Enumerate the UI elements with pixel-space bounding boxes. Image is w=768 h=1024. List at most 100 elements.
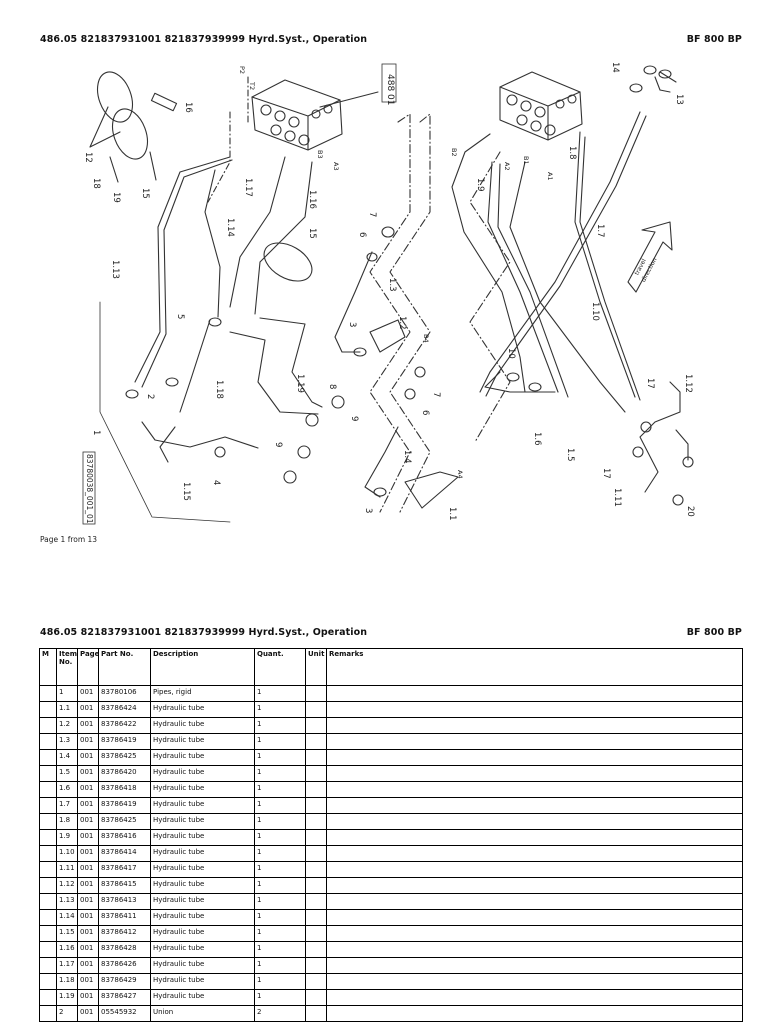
cell-unit <box>305 893 327 910</box>
cell-quantity: 1 <box>254 733 306 750</box>
cell-page: 001 <box>77 845 99 862</box>
callout-6: 6 <box>357 232 367 237</box>
cell-part-no: 05545932 <box>98 1005 151 1022</box>
cell-remarks <box>326 733 743 750</box>
column-header-remarks: Remarks <box>326 648 743 686</box>
callout-1: 1 <box>91 430 101 435</box>
cell-page: 001 <box>77 877 99 894</box>
port-b3: B3 <box>316 150 324 159</box>
cell-m <box>39 701 57 718</box>
cell-quantity: 1 <box>254 861 306 878</box>
cell-unit <box>305 1005 327 1022</box>
cell-page: 001 <box>77 941 99 958</box>
cell-unit <box>305 957 327 974</box>
cell-quantity: 1 <box>254 989 306 1006</box>
cell-page: 001 <box>77 733 99 750</box>
cell-item-no: 1.11 <box>56 861 78 878</box>
cell-page: 001 <box>77 861 99 878</box>
cell-m <box>39 781 57 798</box>
cell-description: Hydraulic tube <box>150 765 255 782</box>
callout-7: 7 <box>367 212 377 217</box>
cell-description: Union <box>150 1005 255 1022</box>
callout-1-5: 1.5 <box>565 448 575 462</box>
cell-unit <box>305 797 327 814</box>
cell-unit <box>305 861 327 878</box>
cell-quantity: 1 <box>254 797 306 814</box>
cell-quantity: 1 <box>254 909 306 926</box>
cell-item-no: 1.7 <box>56 797 78 814</box>
cell-unit <box>305 829 327 846</box>
callout-10: 10 <box>506 348 516 359</box>
cell-m <box>39 957 57 974</box>
column-header-item-no: Item No. <box>56 648 78 686</box>
cell-m <box>39 813 57 830</box>
cell-item-no: 1.1 <box>56 701 78 718</box>
cell-part-no: 83786414 <box>98 845 151 862</box>
port-a1: A1 <box>546 172 554 181</box>
callout-1-8: 1.8 <box>567 146 577 160</box>
callout-20: 20 <box>685 506 695 517</box>
cell-m <box>39 829 57 846</box>
cell-quantity: 1 <box>254 925 306 942</box>
cell-quantity: 1 <box>254 845 306 862</box>
cell-quantity: 1 <box>254 717 306 734</box>
cell-item-no: 2 <box>56 1005 78 1022</box>
cell-part-no: 83786417 <box>98 861 151 878</box>
cell-page: 001 <box>77 925 99 942</box>
cell-unit <box>305 701 327 718</box>
cell-m <box>39 797 57 814</box>
callout-1-17: 1.17 <box>243 178 253 197</box>
cell-item-no: 1.3 <box>56 733 78 750</box>
callout-3: 3 <box>347 322 357 327</box>
cell-quantity: 1 <box>254 877 306 894</box>
cell-item-no: 1.8 <box>56 813 78 830</box>
cell-page: 001 <box>77 717 99 734</box>
port-b4: B4 <box>422 334 430 343</box>
cell-part-no: 83786420 <box>98 765 151 782</box>
cell-page: 001 <box>77 765 99 782</box>
callout-1-7: 1.7 <box>595 224 605 238</box>
cell-item-no: 1.14 <box>56 909 78 926</box>
cell-quantity: 1 <box>254 781 306 798</box>
callout-14: 14 <box>610 62 620 73</box>
cell-m <box>39 717 57 734</box>
hydraulic-system-diagram: 1 1.1 1.2 1.3 1.4 1.5 1.6 1.7 1.8 1.9 1.… <box>82 62 695 525</box>
callout-9: 9 <box>349 416 359 421</box>
cell-item-no: 1.13 <box>56 893 78 910</box>
cell-item-no: 1.4 <box>56 749 78 766</box>
callout-5: 5 <box>175 314 185 319</box>
callout-12: 12 <box>83 152 93 163</box>
cell-description: Hydraulic tube <box>150 893 255 910</box>
cell-item-no: 1.18 <box>56 973 78 990</box>
port-p2: P2 <box>238 66 246 74</box>
cell-unit <box>305 989 327 1006</box>
cell-description: Hydraulic tube <box>150 701 255 718</box>
callout-17: 17 <box>645 378 655 389</box>
cell-item-no: 1 <box>56 685 78 702</box>
cell-page: 001 <box>77 957 99 974</box>
column-header-page: Page <box>77 648 99 686</box>
callout-16: 16 <box>183 102 193 113</box>
cell-description: Hydraulic tube <box>150 781 255 798</box>
column-header-m: M <box>39 648 57 686</box>
cell-unit <box>305 749 327 766</box>
cell-m <box>39 893 57 910</box>
cell-remarks <box>326 845 743 862</box>
port-t2: T2 <box>248 81 256 90</box>
cell-part-no: 83786419 <box>98 797 151 814</box>
cell-quantity: 1 <box>254 973 306 990</box>
callout-1-2: 1.2 <box>397 316 407 330</box>
cell-description: Hydraulic tube <box>150 925 255 942</box>
cell-unit <box>305 845 327 862</box>
callout-6b: 6 <box>420 410 430 415</box>
cell-part-no: 83786424 <box>98 701 151 718</box>
